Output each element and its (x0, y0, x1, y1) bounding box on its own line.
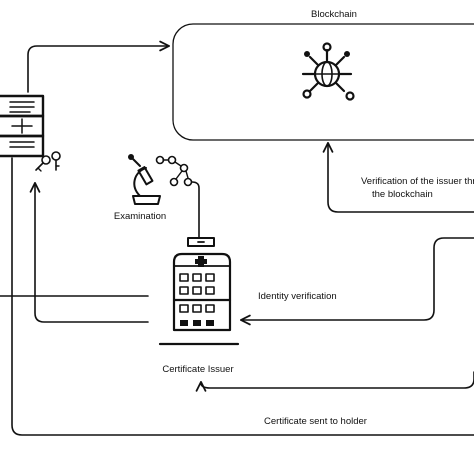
blockchain-box (172, 23, 474, 141)
examination-connector (191, 181, 200, 238)
issuer-to-holder-arrow (29, 181, 149, 323)
certificate-keys-icon (0, 94, 61, 172)
certificate-sent-label: Certificate sent to holder (264, 416, 367, 427)
identity-verification-arrow (239, 237, 474, 326)
examination-label: Examination (114, 211, 166, 222)
microscope-molecule-icon (128, 154, 193, 205)
holder-to-blockchain-arrow (27, 40, 171, 93)
identity-verification-label: Identity verification (258, 291, 337, 302)
blockchain-label: Blockchain (311, 9, 357, 20)
verification-label-line2: the blockchain (372, 189, 433, 200)
certificate-sent-line (11, 157, 474, 436)
issuer-label: Certificate Issuer (162, 364, 233, 375)
verification-label-line1: Verification of the issuer through (361, 176, 474, 187)
blockchain-verification-arrow (322, 141, 474, 213)
outer-return-arrow (195, 371, 474, 392)
hospital-building-icon (158, 237, 240, 346)
network-globe-icon (301, 42, 355, 101)
